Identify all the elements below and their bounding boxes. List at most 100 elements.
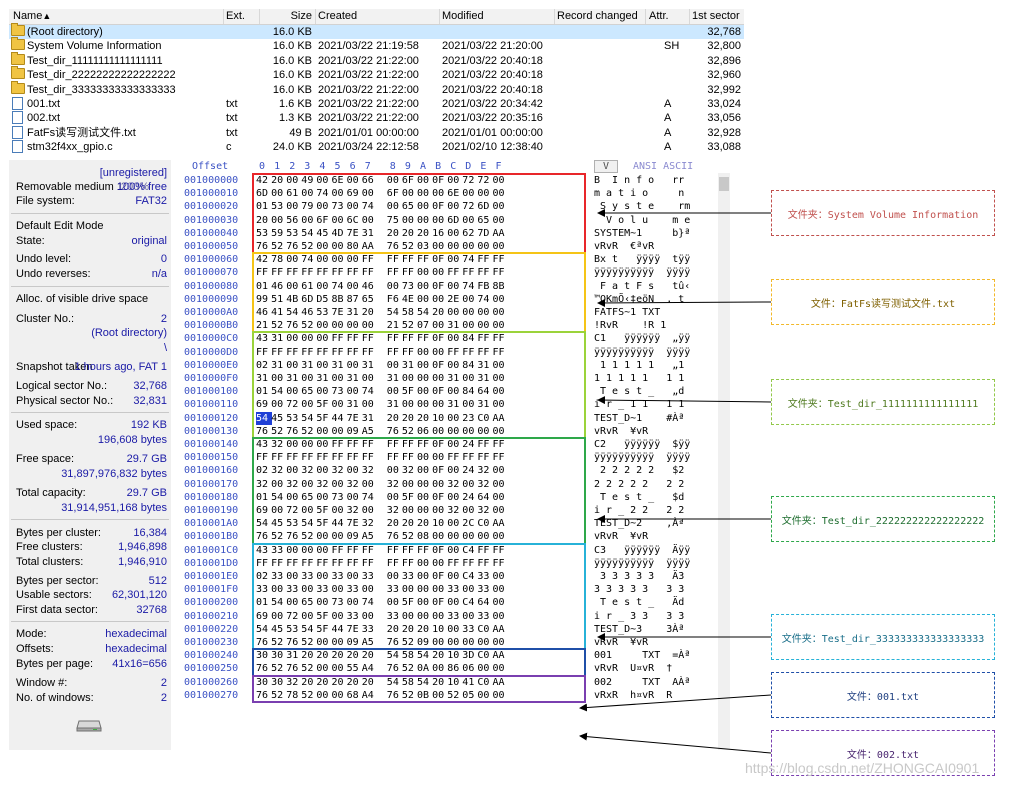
hex-byte[interactable]: 00 — [492, 293, 505, 305]
hex-byte[interactable]: 00 — [432, 637, 445, 648]
hex-byte[interactable]: FF — [346, 346, 359, 358]
hex-byte[interactable]: 2E — [447, 293, 460, 305]
hex-byte[interactable]: 00 — [477, 307, 490, 318]
hex-byte[interactable]: 54 — [301, 518, 314, 530]
hex-byte[interactable]: 00 — [286, 544, 299, 556]
hex-byte[interactable]: 00 — [432, 531, 445, 543]
hex-byte[interactable]: AA — [492, 650, 505, 662]
hex-byte[interactable]: 76 — [386, 531, 399, 543]
hex-byte[interactable]: 52 — [301, 425, 314, 437]
hex-byte[interactable]: 20 — [316, 650, 329, 662]
hex-byte[interactable]: 21 — [386, 320, 399, 332]
hex-byte[interactable]: 52 — [401, 663, 414, 675]
hex-byte[interactable]: 00 — [447, 465, 460, 477]
hex-byte[interactable]: 00 — [492, 241, 505, 252]
hex-byte[interactable]: C4 — [462, 571, 475, 582]
ascii-text[interactable]: T e s t _ „d — [594, 386, 685, 398]
hex-byte[interactable]: 00 — [492, 201, 505, 213]
hex-byte[interactable]: 20 — [417, 623, 430, 635]
hex-byte[interactable]: 00 — [462, 293, 475, 305]
hex-byte[interactable]: FF — [477, 333, 490, 345]
hex-byte[interactable]: 54 — [271, 491, 284, 503]
hex-byte[interactable]: FF — [331, 439, 344, 450]
hex-byte[interactable]: 00 — [386, 491, 399, 503]
hex-byte[interactable]: 20 — [301, 676, 314, 688]
hex-byte[interactable]: 33 — [316, 584, 329, 596]
hex-byte[interactable]: 00 — [462, 320, 475, 332]
hex-byte[interactable]: FF — [386, 267, 399, 279]
hex-byte[interactable]: 00 — [361, 399, 374, 411]
hex-byte[interactable]: 00 — [492, 491, 505, 503]
hex-byte[interactable]: 00 — [417, 214, 430, 226]
hex-byte[interactable]: 00 — [417, 175, 430, 186]
hex-byte[interactable]: 52 — [401, 241, 414, 252]
hex-byte[interactable]: FF — [346, 267, 359, 279]
hex-byte[interactable]: 10 — [432, 623, 445, 635]
hex-byte[interactable]: 31 — [477, 399, 490, 411]
hex-byte[interactable]: 00 — [462, 241, 475, 252]
hex-byte[interactable]: FF — [361, 557, 374, 569]
hex-byte[interactable]: FF — [386, 557, 399, 569]
hex-byte[interactable]: 01 — [256, 597, 269, 609]
hex-byte[interactable]: 00 — [447, 544, 460, 556]
hex-byte[interactable]: 31 — [386, 373, 399, 384]
hex-byte[interactable]: 59 — [271, 227, 284, 239]
hex-byte[interactable]: 6E — [331, 175, 344, 186]
hex-cursor-byte[interactable]: 54 — [256, 411, 272, 425]
ascii-text[interactable]: 1 1 1 1 1 „1 — [594, 359, 685, 371]
hex-byte[interactable]: 52 — [401, 531, 414, 543]
hex-byte[interactable]: 7E — [346, 518, 359, 530]
hex-byte[interactable]: 44 — [331, 412, 344, 424]
hex-byte[interactable]: 54 — [301, 412, 314, 424]
hex-byte[interactable]: 20 — [401, 412, 414, 424]
hex-byte[interactable]: 0F — [432, 597, 445, 609]
hex-byte[interactable]: 69 — [346, 188, 359, 200]
hex-byte[interactable]: 00 — [316, 201, 329, 213]
hex-byte[interactable]: 58 — [401, 676, 414, 688]
hex-byte[interactable]: 00 — [401, 373, 414, 384]
hex-byte[interactable]: FF — [331, 452, 344, 464]
ascii-text[interactable]: Bx t ÿÿÿÿ tÿÿ — [594, 254, 691, 266]
hex-byte[interactable]: FF — [346, 544, 359, 556]
hex-byte[interactable]: 00 — [331, 531, 344, 543]
hex-byte[interactable]: FF — [462, 346, 475, 358]
hex-byte[interactable]: FF — [256, 452, 269, 464]
hex-byte[interactable]: A5 — [361, 637, 374, 648]
hex-byte[interactable]: 8B — [331, 293, 344, 305]
hex-byte[interactable]: 00 — [286, 386, 299, 398]
ascii-text[interactable]: 3 3 3 3 3 Ä3 — [594, 571, 685, 582]
hex-byte[interactable]: 00 — [447, 623, 460, 635]
hex-byte[interactable]: 00 — [286, 597, 299, 609]
hex-byte[interactable]: 32 — [477, 465, 490, 477]
hex-byte[interactable]: 0F — [432, 491, 445, 503]
hex-byte[interactable]: 52 — [401, 689, 414, 701]
hex-byte[interactable]: 44 — [331, 623, 344, 635]
hex-byte[interactable]: 00 — [462, 425, 475, 437]
hex-byte[interactable]: 31 — [286, 373, 299, 384]
hex-byte[interactable]: 00 — [492, 610, 505, 622]
vertical-scrollbar[interactable] — [718, 173, 730, 750]
hex-byte[interactable]: 65 — [477, 214, 490, 226]
hex-byte[interactable]: A5 — [361, 531, 374, 543]
hex-byte[interactable]: 00 — [316, 663, 329, 675]
ascii-text[interactable]: 002 TXT AÀª — [594, 676, 691, 688]
hex-byte[interactable]: FF — [417, 439, 430, 450]
hex-byte[interactable]: FF — [417, 333, 430, 345]
hex-byte[interactable]: 72 — [462, 175, 475, 186]
ascii-text[interactable]: 2 2 2 2 2 2 2 — [594, 478, 685, 490]
hex-byte[interactable]: FF — [386, 544, 399, 556]
hex-byte[interactable]: 53 — [256, 227, 269, 239]
hex-byte[interactable]: 65 — [301, 597, 314, 609]
hex-byte[interactable]: 61 — [286, 188, 299, 200]
hex-byte[interactable]: 7E — [346, 227, 359, 239]
hex-byte[interactable]: 41 — [271, 307, 284, 318]
column-header-created[interactable]: Created — [318, 10, 358, 22]
hex-byte[interactable]: 00 — [401, 188, 414, 200]
ascii-text[interactable]: vRvR U¤vR † — [594, 663, 673, 675]
hex-byte[interactable]: 00 — [286, 359, 299, 371]
hex-byte[interactable]: FF — [401, 333, 414, 345]
hex-byte[interactable]: 99 — [256, 293, 269, 305]
hex-byte[interactable]: 00 — [447, 439, 460, 450]
hex-byte[interactable]: FF — [417, 254, 430, 266]
hex-byte[interactable]: 73 — [401, 280, 414, 292]
